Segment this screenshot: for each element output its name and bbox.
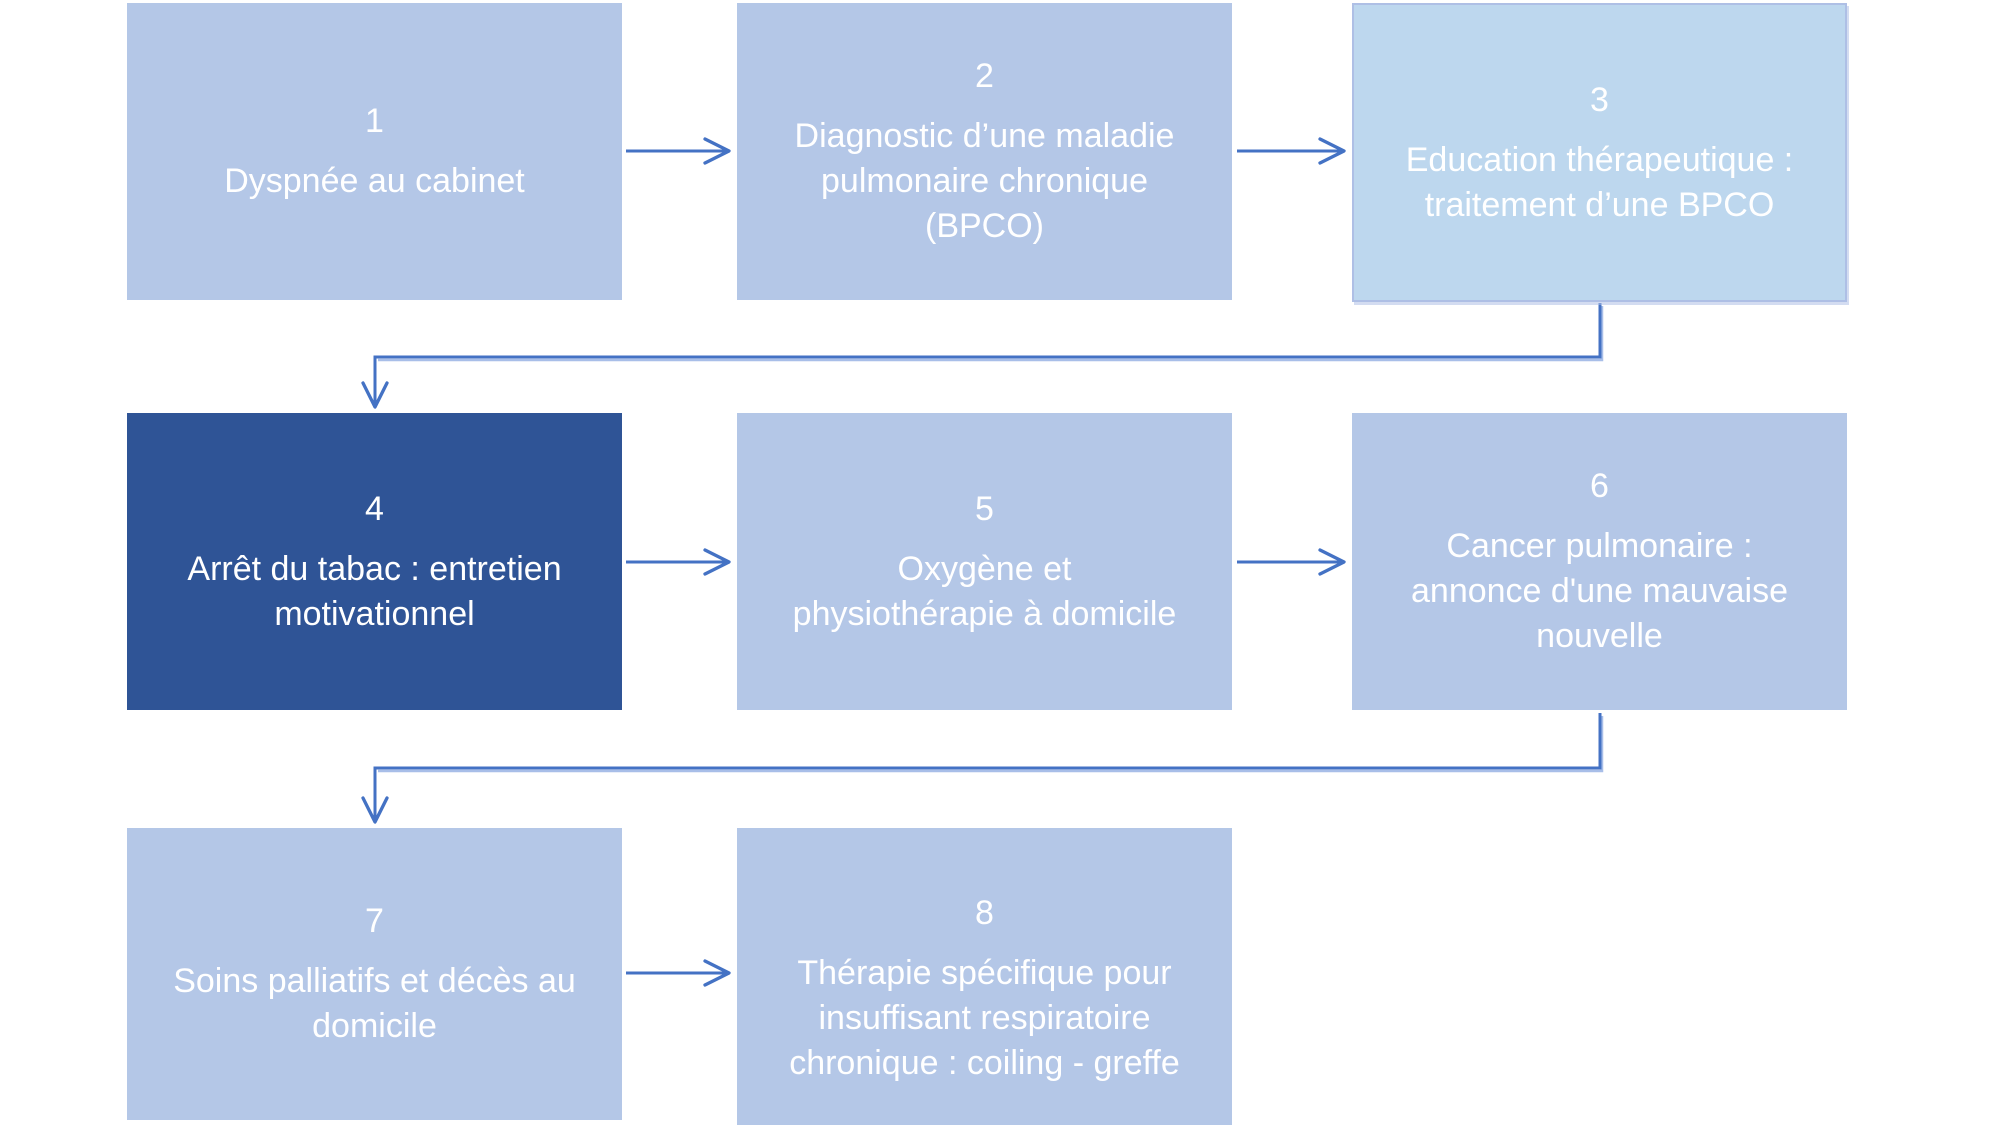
step-2-label: (BPCO): [925, 207, 1044, 245]
step-7-number: 7: [365, 902, 384, 940]
step-2-number: 2: [975, 57, 994, 95]
step-8-label: Thérapie spécifique pour: [797, 953, 1172, 992]
step-2-label: pulmonaire chronique: [821, 162, 1148, 200]
step-3-label: Education thérapeutique :: [1405, 140, 1794, 179]
step-4-label: motivationnel: [274, 594, 475, 633]
flow-step-7-soins-palliatifs: 7 Soins palliatifs et décès au domicile: [127, 828, 622, 1120]
elbow-shadow-6-7: [378, 716, 1604, 773]
step-8-label: chronique : coiling - greffe: [789, 1043, 1180, 1082]
flow-step-1-dyspnee: 1 Dyspnée au cabinet: [127, 3, 622, 300]
step-2-label: Diagnostic d’une maladie: [794, 117, 1175, 155]
step-8-number: 8: [975, 893, 994, 932]
flow-step-6-cancer: 6 Cancer pulmonaire : annonce d'une mauv…: [1352, 413, 1847, 710]
step-5-number: 5: [975, 489, 994, 528]
step-7-label: domicile: [312, 1007, 437, 1045]
step-6-label: annonce d'une mauvaise: [1411, 572, 1788, 610]
step-4-label: Arrêt du tabac : entretien: [187, 549, 562, 588]
step-6-label: nouvelle: [1536, 617, 1663, 655]
flow-step-2-diagnostic: 2 Diagnostic d’une maladie pulmonaire ch…: [737, 3, 1232, 300]
elbow-shadow-3-4: [378, 306, 1604, 362]
flow-step-8-therapie-specifique: 8 Thérapie spécifique pour insuffisant r…: [737, 828, 1232, 1125]
step-8-label: insuffisant respiratoire: [818, 998, 1151, 1037]
step-3-label: traitement d’une BPCO: [1424, 185, 1775, 224]
step-3-number: 3: [1590, 80, 1609, 119]
step-1-label: Dyspnée au cabinet: [224, 162, 525, 200]
elbow-arrow-6-7: [361, 713, 1602, 824]
step-1-number: 1: [365, 102, 384, 140]
flow-step-4-arret-tabac: 4 Arrêt du tabac : entretien motivationn…: [127, 413, 622, 710]
flow-step-3-education: 3 Education thérapeutique : traitement d…: [1352, 3, 1847, 302]
step-4-number: 4: [365, 489, 384, 528]
step-6-number: 6: [1590, 467, 1609, 505]
flow-step-5-oxygene: 5 Oxygène et physiothérapie à domicile: [737, 413, 1232, 710]
step-5-label: Oxygène et: [897, 549, 1072, 588]
step-5-label: physiothérapie à domicile: [792, 594, 1177, 633]
elbow-arrow-3-4: [361, 303, 1602, 409]
step-7-label: Soins palliatifs et décès au: [173, 962, 576, 1000]
step-6-label: Cancer pulmonaire :: [1446, 527, 1753, 565]
